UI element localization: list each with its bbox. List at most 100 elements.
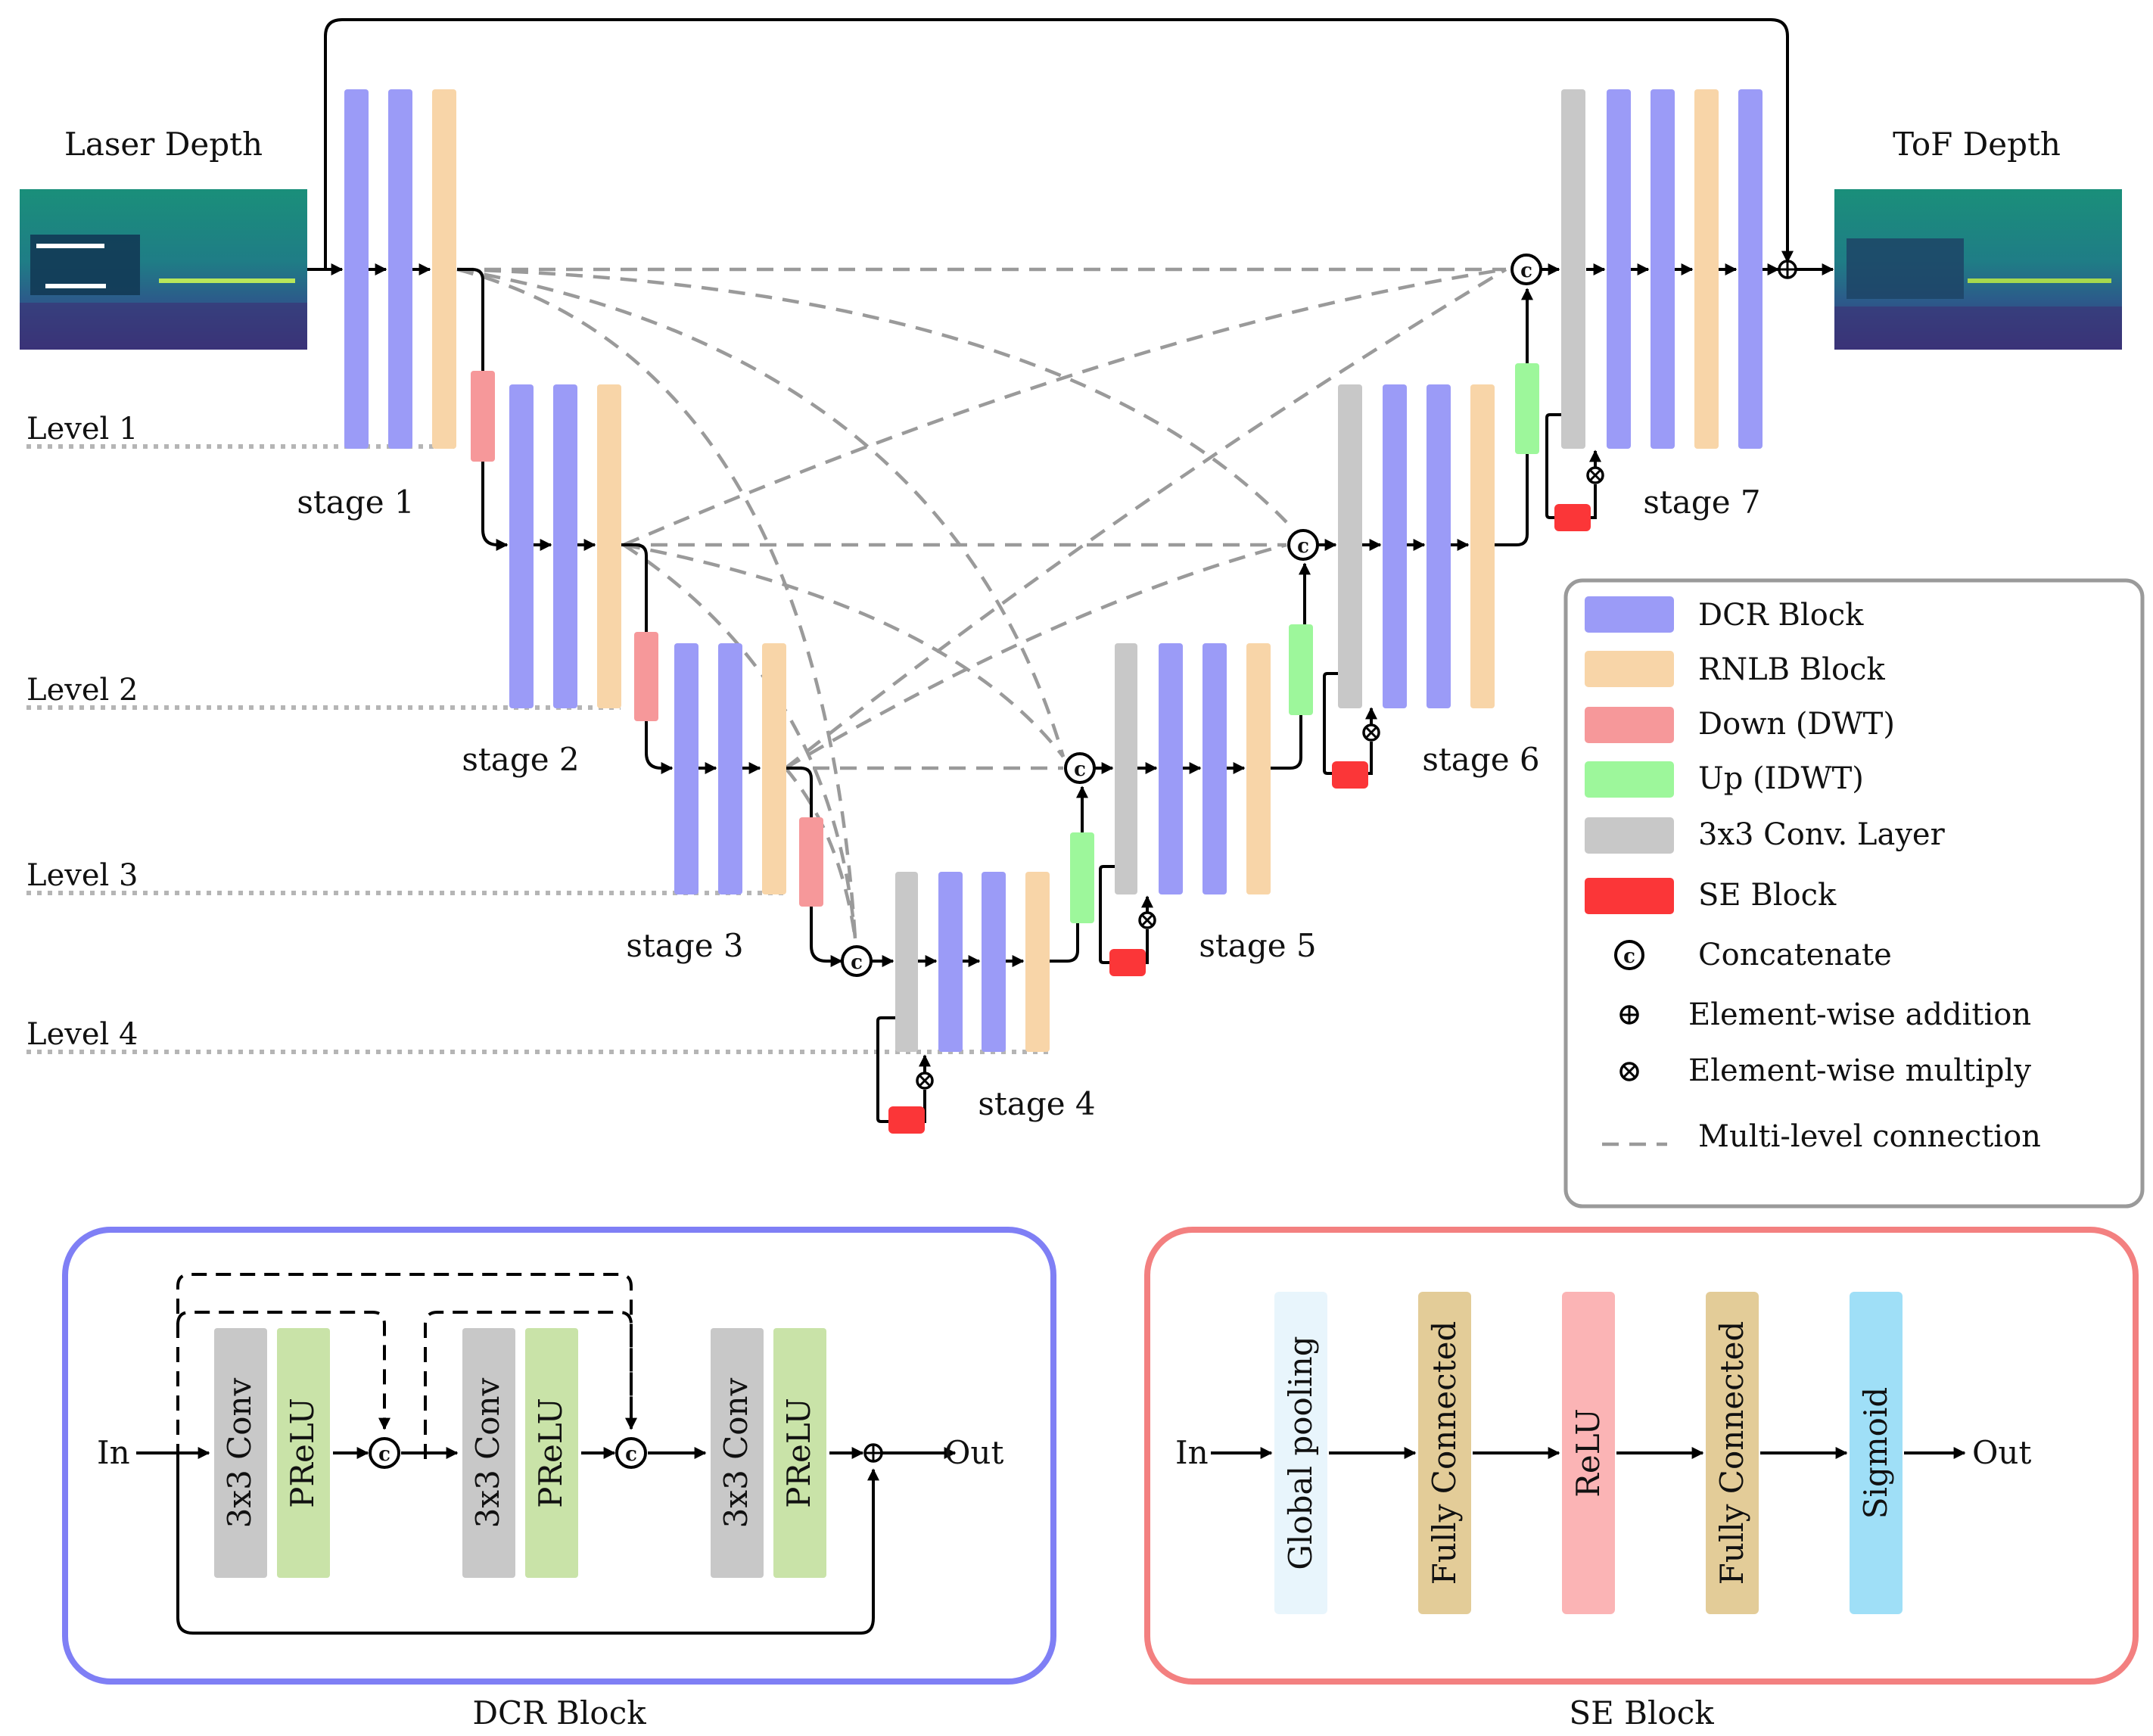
multiply-icon bbox=[1362, 723, 1380, 742]
svg-text:c: c bbox=[378, 1443, 390, 1466]
se-relu-layer bbox=[1562, 1292, 1615, 1614]
dcr-block bbox=[1738, 89, 1763, 449]
se-layer-label: Global pooling bbox=[1282, 1336, 1319, 1570]
output-depth-image bbox=[1834, 189, 2122, 350]
conv-layer bbox=[1561, 89, 1585, 449]
concat-nodes: c c c c bbox=[841, 254, 1797, 977]
se-out-label: Out bbox=[1972, 1434, 2031, 1471]
se-block bbox=[1554, 504, 1591, 531]
down-dwt-block bbox=[471, 371, 495, 462]
legend-label: Up (IDWT) bbox=[1698, 761, 1864, 796]
concatenate-icon: c bbox=[1064, 752, 1096, 784]
dcr-block bbox=[1427, 384, 1451, 708]
addition-icon bbox=[1778, 260, 1797, 279]
dcr-block bbox=[938, 872, 963, 1052]
se-fc-layer bbox=[1418, 1292, 1471, 1614]
down-dwt-block bbox=[799, 817, 823, 907]
input-depth-image bbox=[20, 189, 307, 350]
se-in-label: In bbox=[1175, 1434, 1209, 1471]
se-loops bbox=[876, 413, 1604, 1134]
dcr-block bbox=[553, 384, 577, 708]
se-block bbox=[1332, 761, 1368, 789]
dcr-block bbox=[388, 89, 412, 449]
dcr-block bbox=[982, 872, 1006, 1052]
multi-level-connections bbox=[456, 267, 1507, 939]
rnlb-block bbox=[1694, 89, 1719, 449]
addition-icon bbox=[863, 1443, 883, 1463]
dcr-prelu-layer bbox=[525, 1328, 578, 1578]
concatenate-icon: c bbox=[1614, 940, 1644, 970]
addition-icon bbox=[1619, 1005, 1639, 1025]
legend-label: DCR Block bbox=[1698, 598, 1864, 633]
se-layer-label: ReLU bbox=[1570, 1408, 1607, 1497]
rnlb-block bbox=[1246, 643, 1271, 894]
legend-swatch-se bbox=[1585, 878, 1674, 914]
level-4-label: Level 4 bbox=[26, 1017, 138, 1052]
dcr-block bbox=[1383, 384, 1407, 708]
blocks bbox=[344, 89, 1763, 1052]
concatenate-icon: c bbox=[1287, 529, 1319, 561]
level-3-label: Level 3 bbox=[26, 858, 138, 893]
dcr-in-label: In bbox=[97, 1434, 130, 1471]
dcr-block bbox=[509, 384, 534, 708]
dcr-conv-layer bbox=[711, 1328, 764, 1578]
svg-text:c: c bbox=[625, 1443, 637, 1466]
multiply-icon bbox=[1619, 1062, 1639, 1081]
dcr-conv-layer bbox=[462, 1328, 515, 1578]
legend-label: Element-wise addition bbox=[1688, 997, 2031, 1032]
stage-label: stage 6 bbox=[1422, 741, 1539, 778]
level-2-label: Level 2 bbox=[26, 673, 138, 708]
legend-label: Concatenate bbox=[1698, 938, 1892, 972]
multiply-icon bbox=[1138, 911, 1156, 929]
multiply-icon bbox=[916, 1072, 934, 1090]
se-fc-layer bbox=[1706, 1292, 1759, 1614]
se-block bbox=[888, 1106, 925, 1134]
input-label: Laser Depth bbox=[64, 126, 263, 163]
se-layer-label: Sigmoid bbox=[1857, 1387, 1894, 1520]
dcr-conv-label: 3x3 Conv bbox=[469, 1377, 506, 1528]
rnlb-block bbox=[1025, 872, 1050, 1052]
svg-text:c: c bbox=[851, 951, 863, 974]
stage-label: stage 5 bbox=[1199, 927, 1316, 964]
multiply-icon bbox=[1586, 466, 1604, 484]
dcr-conv-layer bbox=[214, 1328, 267, 1578]
up-idwt-block bbox=[1070, 832, 1094, 923]
dcr-block-detail: 3x3 Conv PReLU 3x3 Conv PReLU 3x3 Conv P… bbox=[62, 1227, 1056, 1685]
concatenate-icon: c bbox=[369, 1437, 400, 1469]
se-block-detail: Global pooling Fully Connected ReLU Full… bbox=[1144, 1227, 2139, 1685]
legend-swatch-up bbox=[1585, 761, 1674, 798]
rnlb-block bbox=[762, 643, 786, 894]
up-idwt-block bbox=[1515, 363, 1539, 454]
dcr-prelu-label: PReLU bbox=[780, 1398, 817, 1508]
legend-label: Multi-level connection bbox=[1698, 1119, 2041, 1154]
dcr-block bbox=[1651, 89, 1675, 449]
concatenate-icon: c bbox=[841, 945, 873, 977]
level-1-label: Level 1 bbox=[26, 412, 138, 446]
rnlb-block bbox=[1470, 384, 1495, 708]
rnlb-block bbox=[432, 89, 456, 449]
legend-swatch-conv bbox=[1585, 817, 1674, 854]
dcr-prelu-label: PReLU bbox=[532, 1398, 569, 1508]
dcr-prelu-layer bbox=[277, 1328, 330, 1578]
legend-label: Element-wise multiply bbox=[1688, 1053, 2031, 1088]
concatenate-icon: c bbox=[615, 1437, 647, 1469]
up-idwt-block bbox=[1289, 624, 1313, 715]
dcr-block bbox=[674, 643, 698, 894]
dcr-conv-label: 3x3 Conv bbox=[717, 1377, 754, 1528]
dcr-block bbox=[1203, 643, 1227, 894]
se-block-caption: SE Block bbox=[1569, 1694, 1714, 1731]
conv-layer bbox=[1115, 643, 1137, 894]
stage-label: stage 2 bbox=[462, 741, 579, 778]
stage-label: stage 7 bbox=[1643, 484, 1760, 521]
svg-text:c: c bbox=[1520, 260, 1532, 282]
se-block bbox=[1109, 949, 1146, 976]
legend-swatch-rnlb bbox=[1585, 651, 1674, 687]
dcr-prelu-label: PReLU bbox=[284, 1398, 321, 1508]
se-global-pooling-layer bbox=[1274, 1292, 1327, 1614]
concatenate-icon: c bbox=[1511, 254, 1542, 285]
conv-layer bbox=[1338, 384, 1362, 708]
legend-label: SE Block bbox=[1698, 878, 1837, 913]
legend-label: RNLB Block bbox=[1698, 652, 1885, 687]
down-dwt-block bbox=[634, 632, 658, 721]
dcr-out-label: Out bbox=[944, 1434, 1003, 1471]
